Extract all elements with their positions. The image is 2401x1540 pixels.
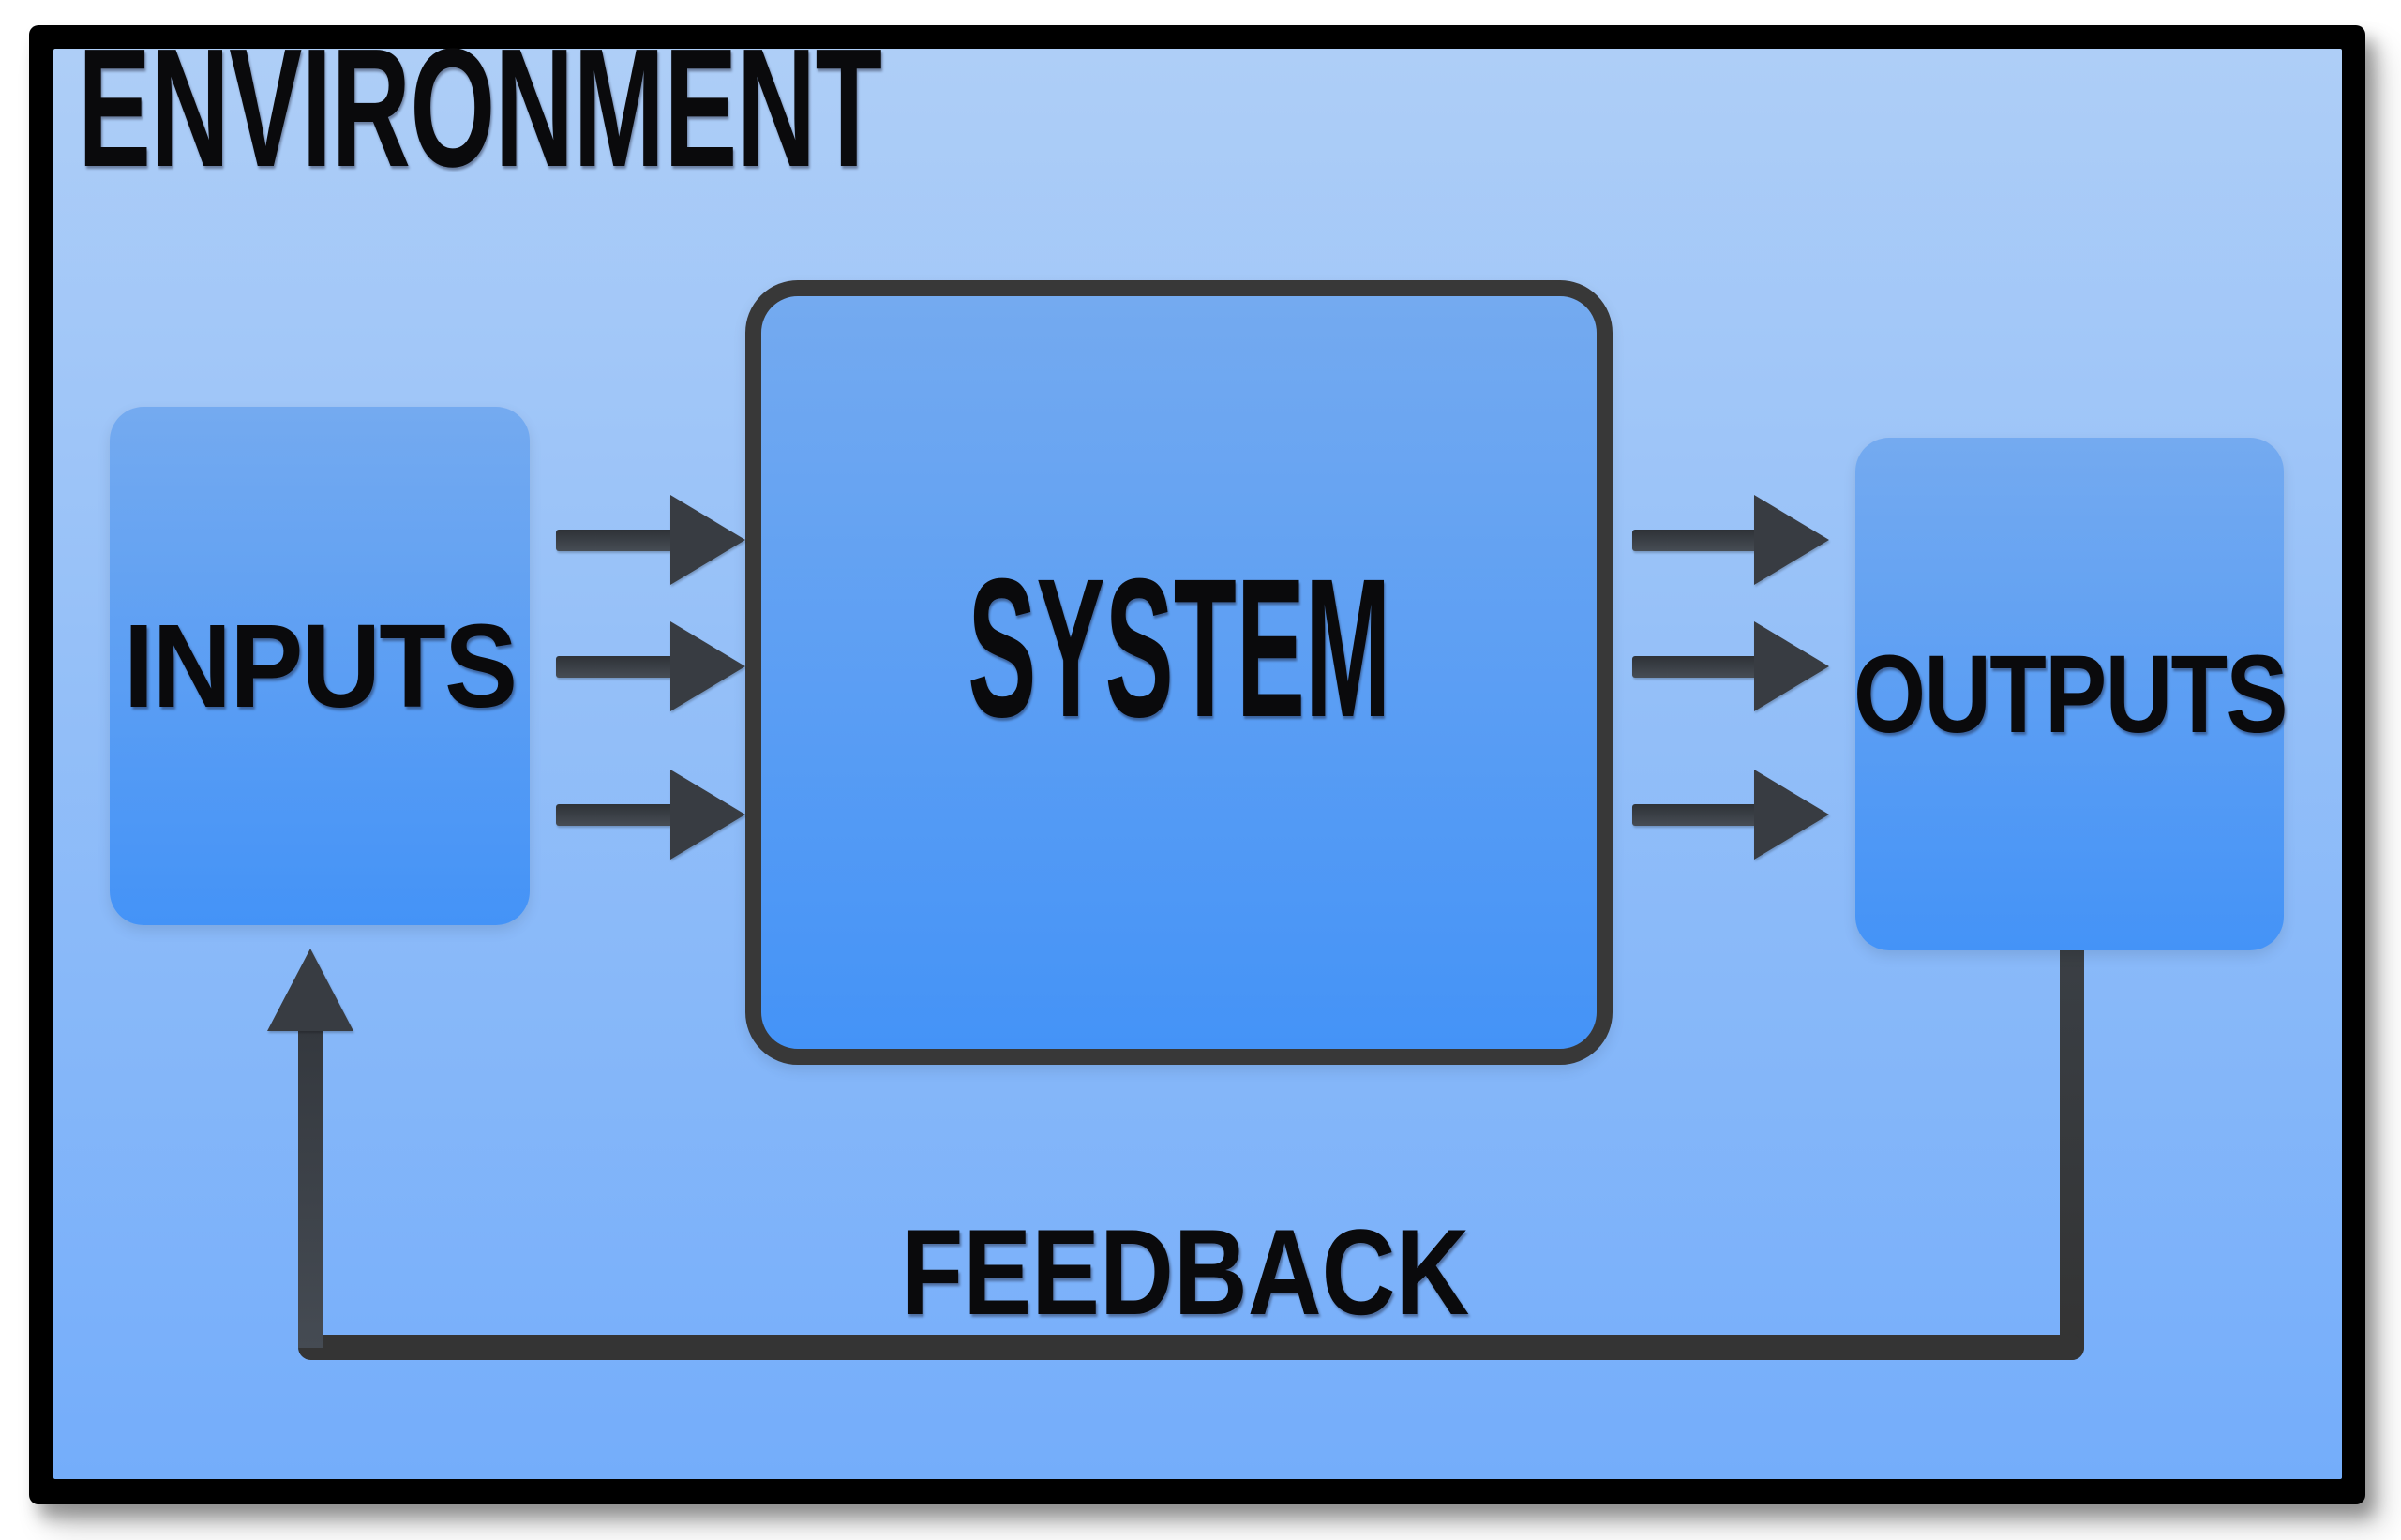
diagram-frame: ENVIRONMENT INPUTS SYSTEM OUTPUTS FEEDBA… xyxy=(29,24,2365,1504)
arrow-shaft xyxy=(1632,529,1762,551)
arrow-shaft xyxy=(1632,655,1762,678)
output-arrows xyxy=(1632,49,1829,1479)
arrow-shaft xyxy=(1632,803,1762,826)
arrow-head xyxy=(670,770,745,860)
outputs-label: OUTPUTS xyxy=(1853,632,2288,756)
system-box: SYSTEM xyxy=(745,280,1613,1065)
arrow-shaft xyxy=(556,529,678,551)
arrow-head xyxy=(670,495,745,585)
feedback-label: FEEDBACK xyxy=(900,1204,1470,1340)
environment-label: ENVIRONMENT xyxy=(78,14,882,202)
environment-panel: ENVIRONMENT INPUTS SYSTEM OUTPUTS FEEDBA… xyxy=(53,24,2342,1479)
arrow-head xyxy=(1754,495,1829,585)
arrow-shaft xyxy=(556,655,678,678)
inputs-label: INPUTS xyxy=(123,599,518,732)
input-arrow-icon xyxy=(556,770,745,860)
output-arrow-icon xyxy=(1632,770,1829,860)
inputs-box: INPUTS xyxy=(110,407,530,925)
input-arrow-icon xyxy=(556,495,745,585)
arrow-shaft xyxy=(556,803,678,826)
arrow-head xyxy=(1754,621,1829,711)
feedback-line-from-outputs xyxy=(2060,947,2084,1360)
outputs-box: OUTPUTS xyxy=(1853,438,2288,950)
arrow-head xyxy=(670,621,745,711)
arrow-head xyxy=(1754,770,1829,860)
input-arrow-icon xyxy=(556,621,745,711)
feedback-line-to-inputs xyxy=(298,1027,323,1348)
output-arrow-icon xyxy=(1632,621,1829,711)
system-label: SYSTEM xyxy=(967,537,1391,758)
output-arrow-icon xyxy=(1632,495,1829,585)
feedback-up-arrow-icon xyxy=(267,949,353,1031)
input-arrows xyxy=(556,49,745,1479)
feedback-line-bottom xyxy=(298,1335,2084,1360)
